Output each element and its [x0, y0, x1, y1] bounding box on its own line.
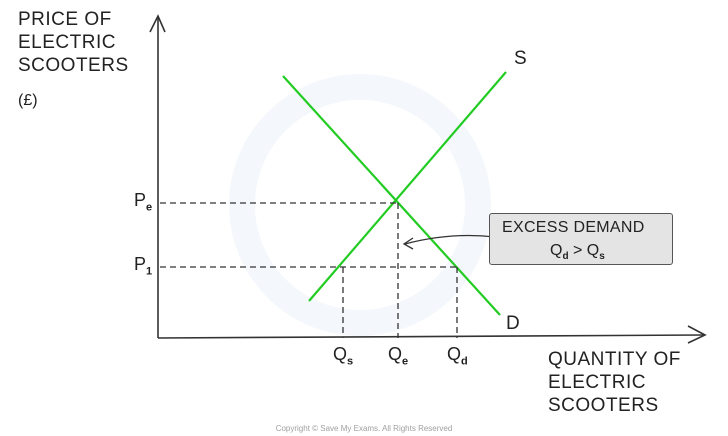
- x-axis-label-line-3: SCOOTERS: [548, 395, 659, 416]
- quantity-tick-qs-sub: s: [347, 355, 354, 368]
- quantity-tick-qd: Qd: [447, 344, 468, 368]
- price-tick-p1-base: P: [134, 254, 147, 274]
- axes: [149, 14, 707, 344]
- quantity-tick-qe-sub: e: [402, 355, 409, 368]
- price-tick-pe: Pe: [134, 190, 152, 214]
- quantity-tick-qe-base: Q: [388, 344, 403, 364]
- copyright-notice: Copyright © Save My Exams. All Rights Re…: [275, 424, 453, 433]
- y-axis-label-line-2: ELECTRIC: [18, 32, 116, 53]
- x-axis-label-line-2: ELECTRIC: [548, 372, 646, 393]
- quantity-tick-qs: Qs: [333, 344, 353, 368]
- callout-arrowhead: [402, 237, 414, 250]
- callout-lhs-sub: d: [562, 251, 569, 263]
- supply-curve: [308, 71, 507, 302]
- y-axis-unit: (£): [18, 92, 38, 109]
- price-tick-pe-sub: e: [146, 201, 153, 214]
- x-axis-label-line-1: QUANTITY OF: [548, 349, 681, 370]
- callout-rhs-base: Q: [586, 242, 600, 259]
- y-axis-label-line-1: PRICE OF: [18, 9, 112, 30]
- callout-rhs-sub: s: [599, 251, 605, 263]
- excess-demand-callout: EXCESS DEMAND Qd > Qs: [489, 213, 673, 265]
- quantity-tick-qd-base: Q: [447, 344, 462, 364]
- quantity-tick-qs-base: Q: [333, 344, 348, 364]
- callout-arrow-path: [404, 234, 496, 245]
- price-tick-pe-base: P: [134, 190, 147, 210]
- x-axis-label: QUANTITY OF ELECTRIC SCOOTERS: [548, 348, 681, 417]
- quantity-tick-qd-sub: d: [461, 355, 468, 368]
- x-axis-arrowhead: [687, 325, 707, 344]
- watermark-logo: [229, 74, 491, 336]
- guide-lines: [160, 202, 458, 338]
- callout-title: EXCESS DEMAND: [502, 219, 645, 236]
- demand-curve: [282, 75, 501, 316]
- callout-expression: Qd > Qs: [550, 242, 605, 262]
- callout-operator: >: [568, 242, 587, 259]
- y-axis-arrowhead: [149, 14, 166, 33]
- price-tick-p1: P1: [134, 254, 152, 278]
- y-axis-label: PRICE OF ELECTRIC SCOOTERS: [18, 8, 129, 77]
- callout-lhs-base: Q: [550, 242, 563, 259]
- y-axis-label-line-3: SCOOTERS: [18, 55, 129, 76]
- price-tick-p1-sub: 1: [146, 265, 153, 278]
- demand-curve-label: D: [506, 313, 520, 334]
- supply-curve-label: S: [514, 48, 527, 69]
- quantity-tick-qe: Qe: [388, 344, 408, 368]
- x-axis: [157, 334, 705, 339]
